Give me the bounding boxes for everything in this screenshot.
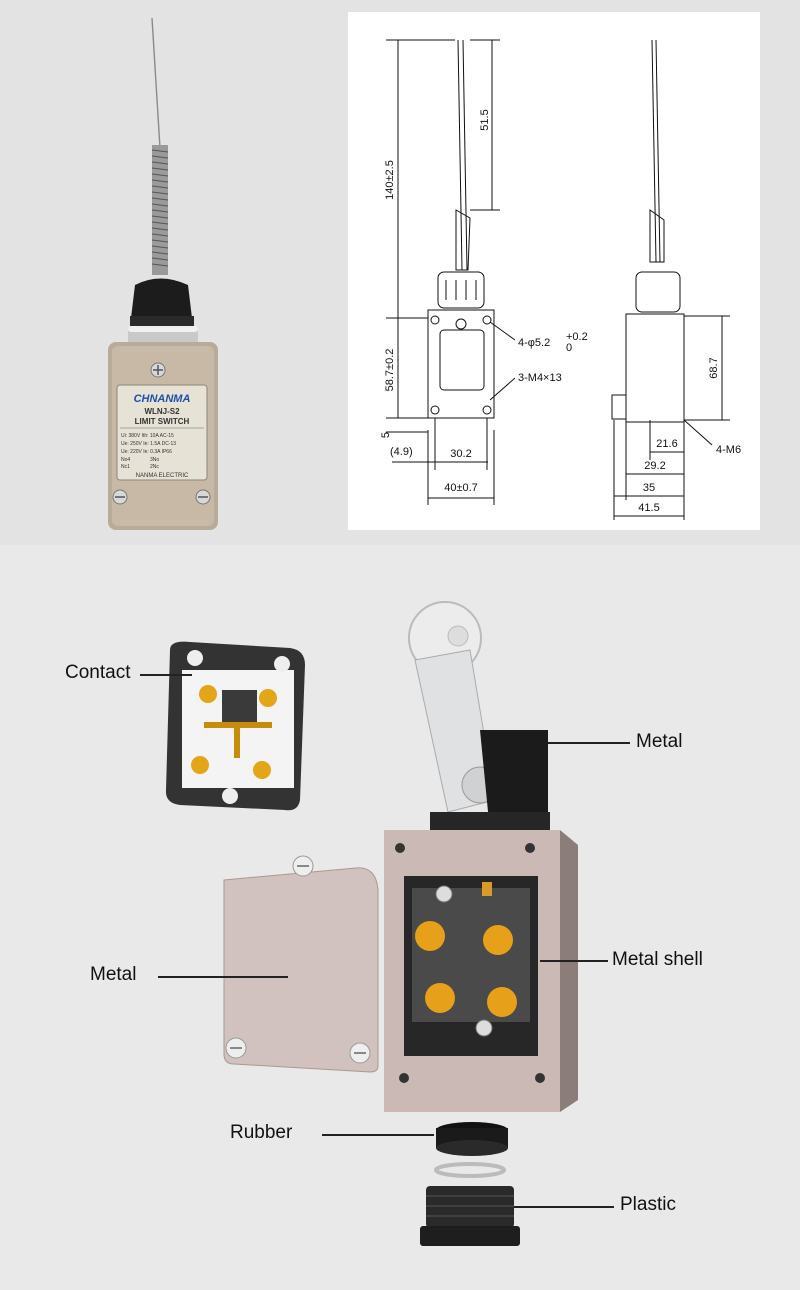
- contact-no-label: No4: [121, 457, 130, 463]
- contact-nc-label: Nc1: [121, 464, 130, 470]
- contact-no-code: 3No: [150, 457, 159, 463]
- dim-holes: 4-φ5.2: [518, 337, 550, 349]
- rubber-ring-illustration: [436, 1122, 508, 1156]
- metal-cover-leader-line: [158, 976, 288, 978]
- roller-lever-illustration: [408, 601, 499, 813]
- dim-base-offset: 5: [380, 432, 392, 438]
- rubber-callout: Rubber: [230, 1122, 293, 1143]
- metal-cover-illustration: [223, 855, 379, 1073]
- model-label: WLNJ-S2: [144, 407, 180, 416]
- rubber-leader-line: [322, 1134, 434, 1136]
- dim-body-width: 40±0.7: [444, 482, 478, 494]
- plastic-callout: Plastic: [620, 1194, 676, 1215]
- contact-callout: Contact: [65, 662, 131, 683]
- metal-top-leader-line: [548, 742, 630, 744]
- dim-side-height: 68.7: [708, 357, 720, 378]
- dim-hole-pitch: 30.2: [450, 448, 471, 460]
- dim-side-1: 21.6: [656, 438, 677, 450]
- dimension-drawing: 140±2.5 51.5 58.7±0.2 5 (4.9) 30.2 40±0.…: [380, 39, 741, 520]
- rating-line-1: Ui: 380V Ith: 10A AC-15: [121, 433, 174, 439]
- rating-line-2: Ue: 250V Ie: 1.5A DC-13: [121, 441, 176, 447]
- dim-holes-tol-lower: 0: [566, 342, 572, 354]
- metal-cover-callout: Metal: [90, 964, 137, 985]
- contact-block-illustration: [165, 641, 305, 811]
- dim-total-length: 140±2.5: [384, 160, 396, 200]
- dim-body-height: 58.7±0.2: [384, 349, 396, 392]
- metal-top-callout: Metal: [636, 731, 683, 752]
- brand-label: CHNANMA: [134, 393, 191, 405]
- product-photo: CHNANMA WLNJ-S2 LIMIT SWITCH Ui: 380V It…: [108, 17, 218, 530]
- metal-shell-illustration: [384, 830, 578, 1112]
- dimension-drawing-panel: [348, 12, 760, 530]
- contact-leader-line: [140, 674, 192, 676]
- dim-holes-tol-upper: +0.2: [566, 331, 588, 343]
- dim-mount-offset: (4.9): [390, 446, 413, 458]
- plastic-gland-illustration: [420, 1186, 520, 1246]
- dim-side-3: 35: [643, 482, 655, 494]
- dim-thread: 4-M6: [716, 444, 741, 456]
- type-label: LIMIT SWITCH: [135, 417, 190, 426]
- dim-rod-length: 51.5: [479, 109, 491, 130]
- dim-side-4: 41.5: [638, 502, 659, 514]
- dim-side-2: 29.2: [644, 460, 665, 472]
- metal-shell-callout: Metal shell: [612, 949, 703, 970]
- maker-label: NANMA ELECTRIC: [136, 473, 189, 479]
- dim-screws: 3-M4×13: [518, 372, 562, 384]
- rating-line-3: Ue: 220V Ie: 0.3A IP66: [121, 449, 172, 455]
- exploded-view: [165, 601, 578, 1246]
- contact-nc-code: 2Nc: [150, 464, 159, 470]
- metal-shell-leader-line: [540, 960, 608, 962]
- plastic-leader-line: [514, 1206, 614, 1208]
